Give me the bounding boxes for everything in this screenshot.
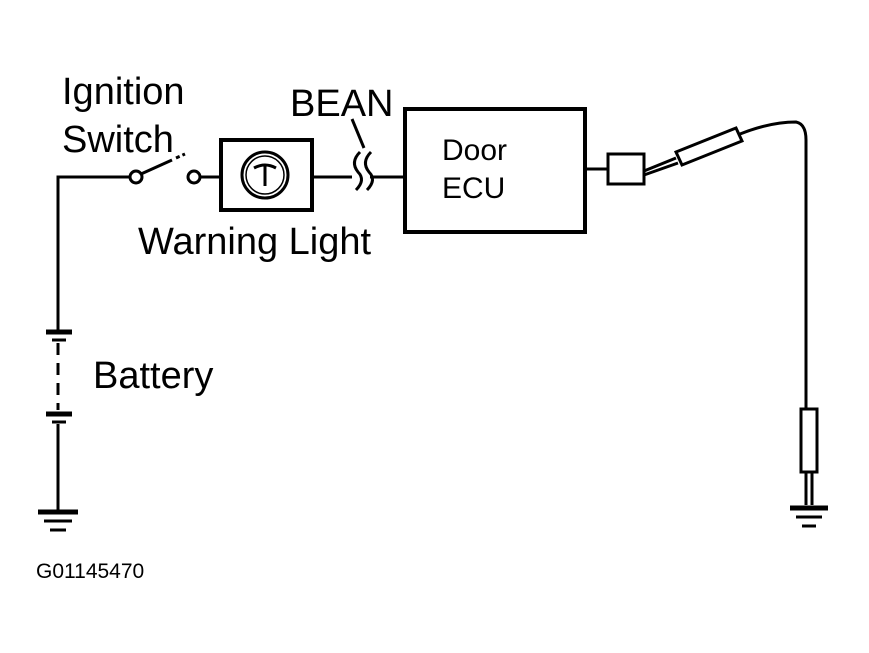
connector-symbol — [606, 152, 679, 186]
battery-symbol — [46, 329, 72, 510]
right-ground-icon — [790, 505, 828, 528]
ignition-switch-symbol — [128, 152, 220, 185]
door-ecu-box — [403, 107, 608, 234]
bean-break-symbol — [350, 118, 404, 192]
ignition-switch-label-line1: Ignition — [62, 71, 185, 113]
battery-label: Battery — [93, 355, 213, 397]
sensor-lead-symbol — [673, 120, 808, 410]
warning-light-symbol — [219, 138, 352, 212]
door-ecu-label-line2: ECU — [442, 172, 505, 205]
door-ecu-label-line1: Door — [442, 134, 507, 167]
left-ground-icon — [38, 509, 78, 532]
right-resistor-symbol — [799, 407, 819, 505]
warning-light-label: Warning Light — [138, 221, 371, 263]
ignition-switch-label-line2: Switch — [62, 119, 174, 161]
left-wire — [56, 175, 130, 330]
bean-label: BEAN — [290, 83, 393, 125]
figure-id-label: G01145470 — [36, 560, 144, 583]
